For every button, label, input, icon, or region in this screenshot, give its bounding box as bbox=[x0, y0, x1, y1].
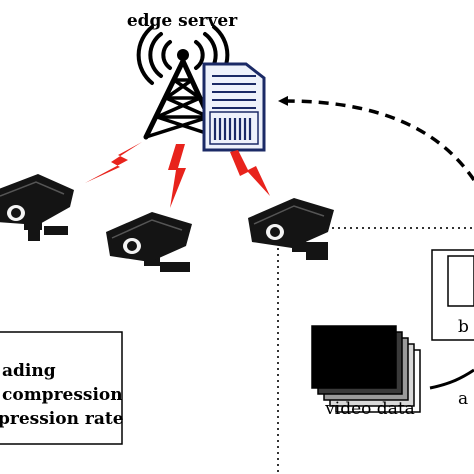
legend-box: ading compression pression rate bbox=[0, 331, 124, 445]
lightning-icon-left bbox=[85, 142, 142, 183]
legend-line-1: ading bbox=[2, 361, 56, 381]
lightning-icon-right bbox=[230, 150, 270, 196]
right-arrow-partial-label: a bbox=[458, 389, 468, 409]
legend-line-2: compression bbox=[2, 385, 123, 405]
video-data-label: video data bbox=[324, 399, 415, 419]
camera-icon-right bbox=[248, 198, 334, 260]
server-icon bbox=[202, 62, 266, 152]
upload-arrow bbox=[278, 95, 474, 181]
analytics-frame bbox=[277, 227, 474, 474]
camera-icon-left bbox=[0, 174, 74, 241]
lightning-icon-middle bbox=[168, 144, 186, 208]
lightning-icons bbox=[85, 142, 270, 208]
legend-line-3: pression rate bbox=[0, 409, 124, 429]
right-box-partial-label: b bbox=[458, 317, 469, 337]
edge-server-label: edge server bbox=[127, 11, 238, 31]
video-frames-stack bbox=[311, 325, 421, 413]
right-module-box: b bbox=[431, 249, 474, 341]
camera-icon-middle bbox=[106, 212, 192, 272]
video-connector-line bbox=[429, 368, 474, 390]
